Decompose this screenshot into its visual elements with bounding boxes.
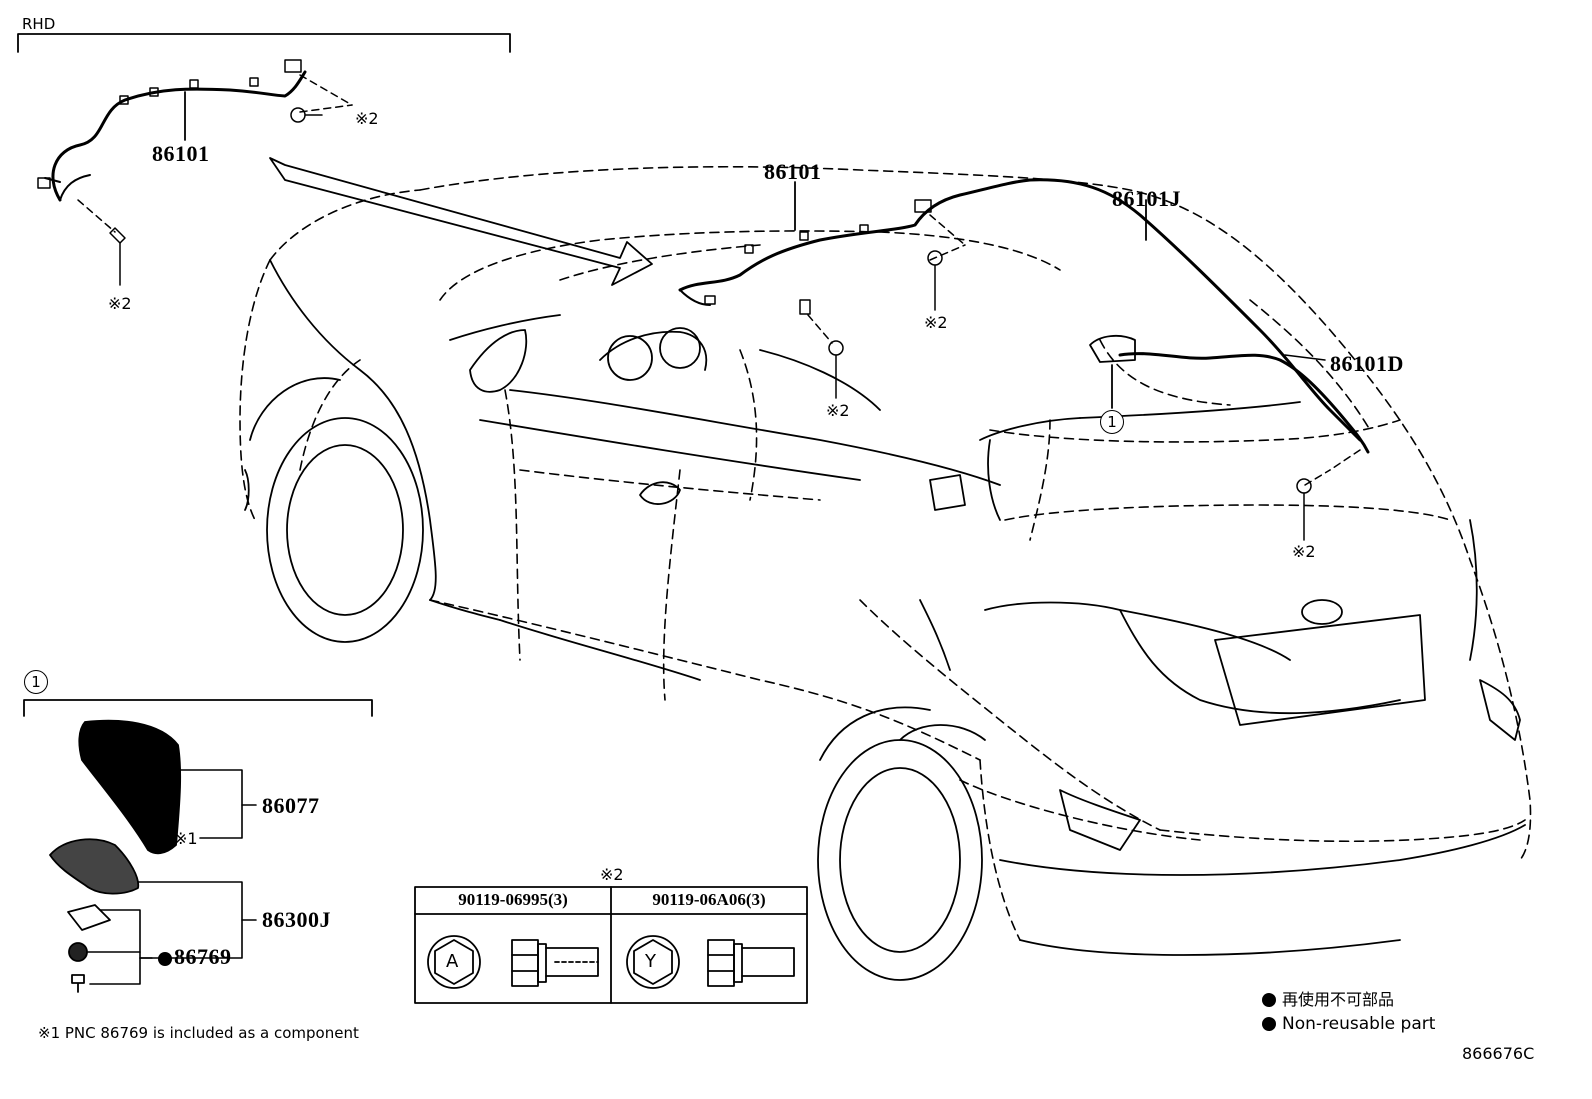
note2-mark: ※2: [355, 109, 379, 128]
legend-en-text: Non-reusable part: [1282, 1014, 1436, 1034]
legend-jp: 再使用不可部品: [1262, 990, 1394, 1010]
table-note2: ※2: [600, 865, 624, 884]
legend-en: Non-reusable part: [1262, 1014, 1435, 1034]
bolt-icon: [109, 107, 323, 286]
note2-mark: ※2: [826, 401, 850, 420]
bolt-head-letter-Y: Y: [645, 951, 656, 972]
rhd-label: RHD: [22, 15, 56, 33]
table-col2-part: 90119-06A06(3): [652, 890, 766, 909]
bolt-head-icons: [427, 935, 680, 989]
circle-ref-1: 1: [1100, 410, 1124, 434]
part-86101D: 86101D: [1330, 351, 1404, 376]
front-wheel: [249, 377, 424, 643]
inset-pointer-arrow: [269, 157, 653, 286]
harness-86101-clips: [704, 199, 932, 315]
part-86101-main: 86101: [764, 159, 822, 184]
bolt-icon: [828, 250, 1312, 541]
non-reusable-dot-icon: [1262, 1017, 1276, 1031]
screw-icon: [71, 974, 85, 993]
circle-ref-1: 1: [24, 670, 48, 694]
nut-icon: [68, 942, 88, 962]
note2-mark: ※2: [108, 294, 132, 313]
rhd-bracket: [17, 33, 511, 53]
rear-wheel: [817, 706, 983, 981]
legend-jp-text: 再使用不可部品: [1282, 990, 1395, 1009]
harness-86101D: [1118, 352, 1370, 454]
non-reusable-dot-icon: [1262, 993, 1276, 1007]
part-86300J: 86300J: [262, 907, 331, 932]
part-86769: 86769: [158, 945, 232, 969]
note2-mark: ※2: [924, 313, 948, 332]
bolt-head-letter-A: A: [446, 951, 459, 972]
car-outline: [239, 165, 1532, 981]
part-86077: 86077: [262, 793, 320, 818]
non-reusable-dot-icon: [158, 952, 172, 966]
note1-mark: ※1: [174, 829, 198, 848]
part-86101-inset: 86101: [152, 141, 210, 166]
part-86769-number: 86769: [174, 944, 232, 969]
inset-harness: [44, 70, 307, 202]
antenna-base-86300J: [49, 838, 140, 895]
roof-antenna: [1089, 334, 1136, 363]
fastener-table: [414, 886, 808, 1004]
note2-mark: ※2: [1292, 542, 1316, 561]
inset-clips: [37, 59, 302, 189]
diagram-id: 866676C: [1462, 1044, 1535, 1063]
harness-86101J: [1028, 178, 1362, 442]
gasket-icon: [67, 904, 111, 931]
part-86101J: 86101J: [1112, 186, 1181, 211]
bolt-side-icons: [511, 939, 795, 987]
inset-1-bracket: [23, 699, 373, 717]
table-col1-part: 90119-06995(3): [458, 890, 568, 909]
footnote: ※1 PNC 86769 is included as a component: [38, 1024, 359, 1042]
antenna-cover-86077: [78, 719, 182, 855]
